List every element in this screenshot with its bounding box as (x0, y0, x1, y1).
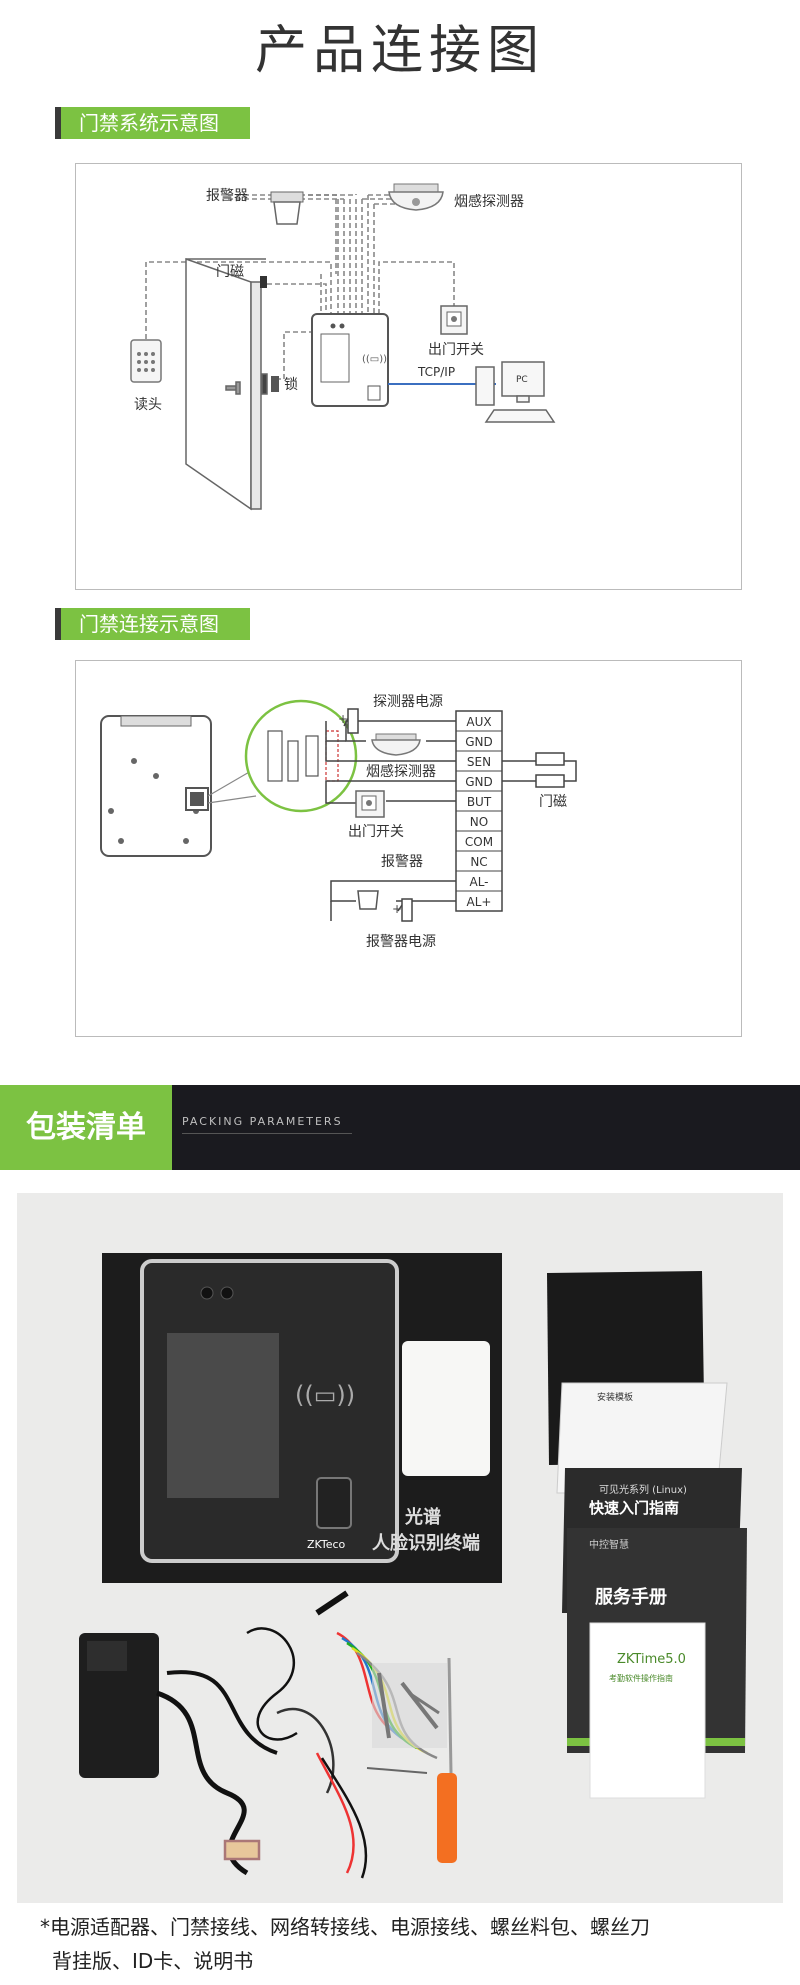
svg-text:+: + (392, 902, 402, 916)
packing-banner: 包装清单 PACKING PARAMETERS (0, 1085, 800, 1170)
terminal-label-1: GND (465, 735, 493, 749)
zoom-circle (244, 699, 358, 813)
device-brand: ZKTeco (307, 1538, 346, 1551)
quick-guide-title: 快速入门指南 (589, 1499, 679, 1517)
label-door-sensor-2: 门磁 (539, 794, 567, 810)
label-smoke: 烟感探测器 (454, 193, 524, 210)
terminal-label-3: GND (465, 775, 493, 789)
reader-icon (130, 339, 162, 383)
section-tag-access-connection: 门禁连接示意图 (55, 608, 250, 640)
terminal-label-6: COM (465, 835, 493, 849)
terminal-label-2: SEN (467, 755, 491, 769)
caption-line-2: 背挂版、ID卡、说明书 (52, 1949, 254, 1973)
door-icon (185, 257, 268, 511)
terminal-block: AUX GND SEN GND BUT NO COM NC AL- AL+ (455, 710, 503, 912)
zoom-connector (207, 770, 252, 797)
label-tcpip: TCP/IP (417, 365, 455, 379)
terminal-label-5: NO (470, 815, 488, 829)
banner-rule (182, 1133, 352, 1134)
alarm-power-icon: + (392, 898, 413, 922)
box-text-2: 人脸识别终端 (372, 1532, 480, 1554)
label-alarm-power: 报警器电源 (366, 934, 436, 950)
software-guide (589, 1622, 706, 1799)
packing-photo: ((▭)) ZKTeco 光谱 人脸识别终端 安装模板 可见光系列 (Linux… (17, 1193, 783, 1903)
alarm-icon-2 (357, 890, 379, 910)
terminal-device-icon: ((▭)) (311, 313, 389, 407)
service-brand: 中控智慧 (589, 1538, 629, 1551)
screwdriver-photo (437, 1657, 457, 1863)
svg-text:((▭)): ((▭)) (295, 1381, 355, 1409)
terminal-label-8: AL- (469, 875, 488, 889)
label-detector-power: 探测器电源 (373, 694, 443, 710)
caption-line-1: *电源适配器、门禁接线、网络转接线、电源接线、螺丝料包、螺丝刀 (40, 1915, 650, 1939)
svg-text:+: + (338, 712, 348, 726)
lock-icon (271, 376, 279, 392)
label-smoke-2: 烟感探测器 (366, 763, 436, 780)
label-lock: 锁 (284, 377, 298, 393)
section-tag-access-system: 门禁系统示意图 (55, 107, 250, 139)
svg-text:((▭)): ((▭)) (362, 354, 387, 365)
terminal-label-9: AL+ (467, 895, 492, 909)
alarm-icon (270, 191, 304, 225)
terminal-label-0: AUX (466, 715, 491, 729)
exit-button-icon (440, 305, 468, 335)
software-sub: 考勤软件操作指南 (609, 1673, 673, 1683)
door-sensor-icon (260, 276, 267, 288)
label-exit-button: 出门开关 (428, 342, 484, 358)
device-back-icon (100, 715, 212, 857)
quick-guide-series: 可见光系列 (Linux) (599, 1483, 687, 1496)
screw-pack-photo (372, 1663, 447, 1748)
terminal-label-7: NC (470, 855, 487, 869)
door-sensor-icon-2 (535, 752, 565, 788)
terminal-label-4: BUT (467, 795, 492, 809)
smoke-detector-icon-2 (371, 733, 421, 756)
software-title: ZKTime5.0 (617, 1652, 686, 1667)
label-exit-button-2: 出门开关 (348, 824, 404, 840)
label-pc: PC (516, 375, 528, 385)
manual-template-title: 安装模板 (597, 1391, 633, 1403)
label-reader: 读头 (134, 396, 162, 413)
page-title: 产品连接图 (254, 21, 545, 81)
wiring-dashed-lines (145, 194, 455, 380)
device-screen (167, 1333, 279, 1498)
id-card (402, 1341, 490, 1476)
packing-title: 包装清单 (0, 1085, 172, 1170)
label-door-sensor: 门磁 (216, 264, 244, 280)
packing-subtitle: PACKING PARAMETERS (182, 1115, 343, 1128)
access-system-diagram: 报警器 烟感探测器 门磁 锁 (75, 163, 742, 590)
detector-power-icon: + (338, 708, 359, 734)
label-alarm-2: 报警器 (381, 854, 423, 870)
label-alarm: 报警器 (206, 188, 248, 204)
exit-button-icon-2 (355, 790, 385, 818)
smoke-detector-icon (388, 183, 444, 211)
box-text-1: 光谱 (404, 1506, 441, 1528)
service-title: 服务手册 (595, 1586, 667, 1608)
power-adapter-photo (79, 1633, 278, 1876)
pc-icon (475, 361, 556, 423)
access-connection-diagram: AUX GND SEN GND BUT NO COM NC AL- AL+ (75, 660, 742, 1037)
packing-caption: *电源适配器、门禁接线、网络转接线、电源接线、螺丝料包、螺丝刀 背挂版、ID卡、… (40, 1910, 780, 1978)
